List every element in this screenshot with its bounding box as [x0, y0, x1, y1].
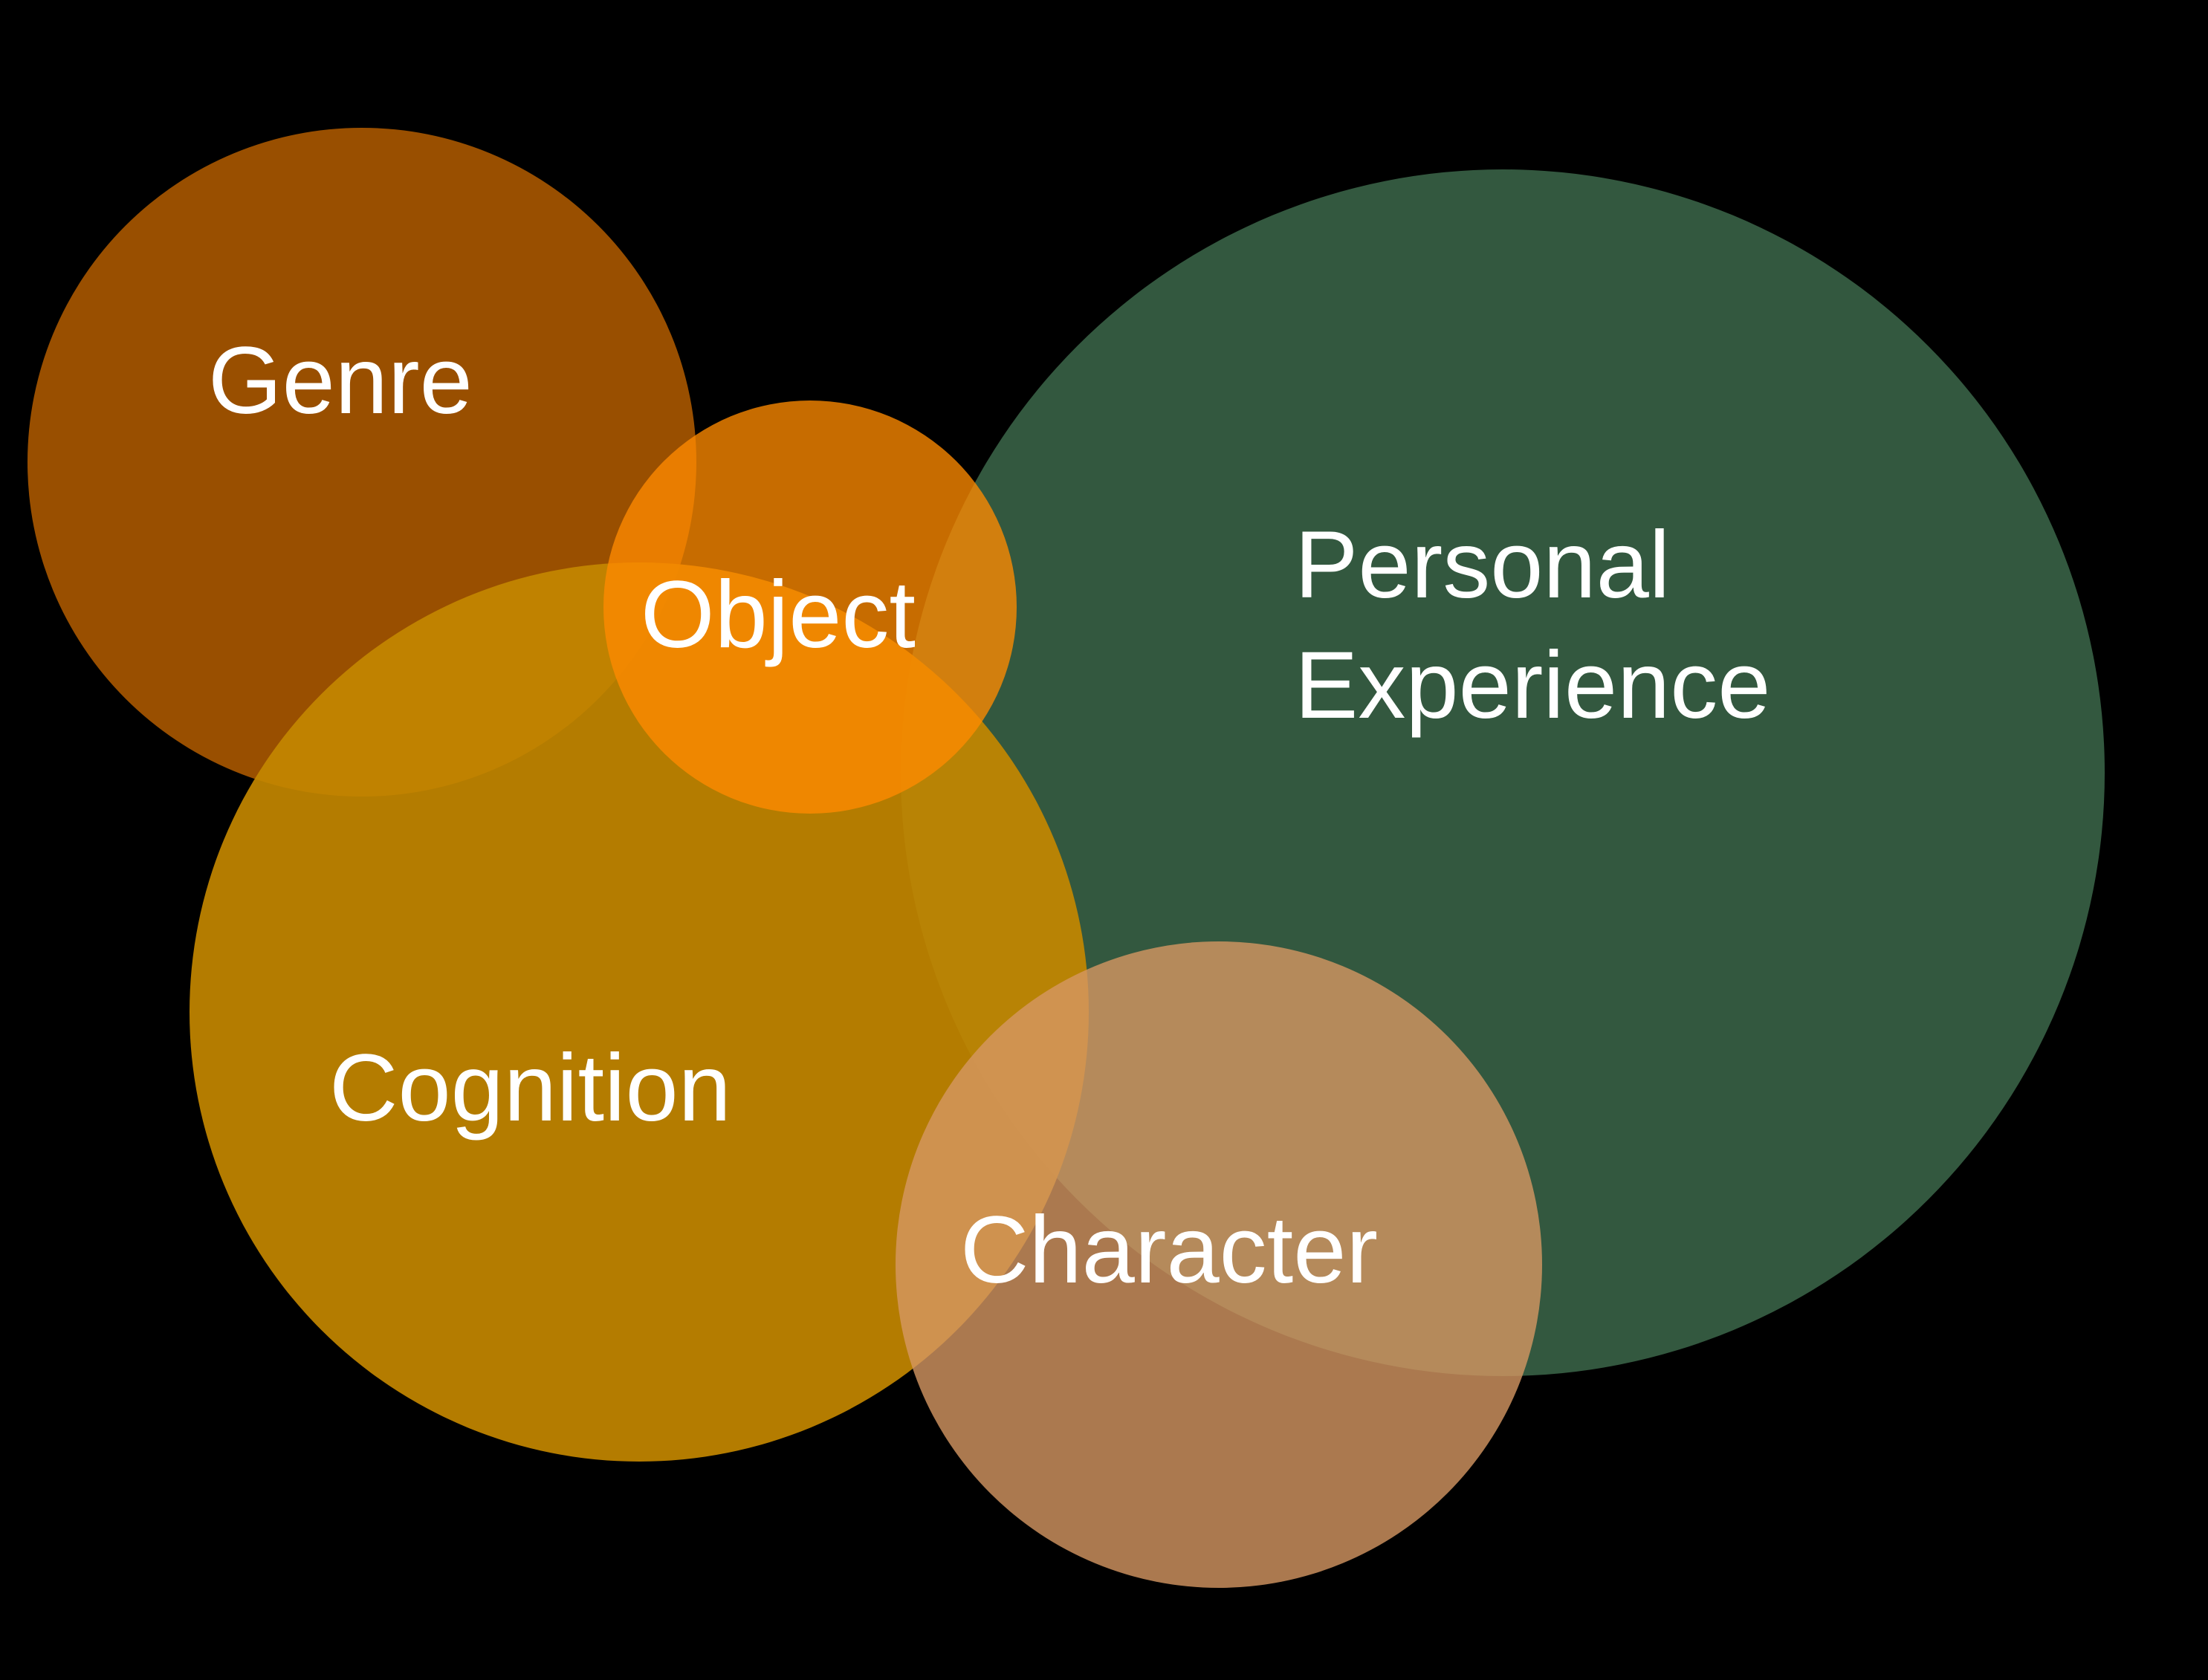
label-personal-line-1: Personal: [1295, 512, 1670, 618]
label-cognition: Cognition: [329, 1035, 731, 1141]
label-genre: Genre: [208, 328, 473, 434]
label-personal-line-2: Experience: [1295, 632, 1770, 739]
label-object: Object: [641, 562, 916, 668]
circle-character: [896, 941, 1542, 1588]
label-personal-experience: Personal Experience: [1295, 512, 1770, 739]
label-character: Character: [960, 1197, 1378, 1303]
circle-object: [603, 400, 1017, 814]
